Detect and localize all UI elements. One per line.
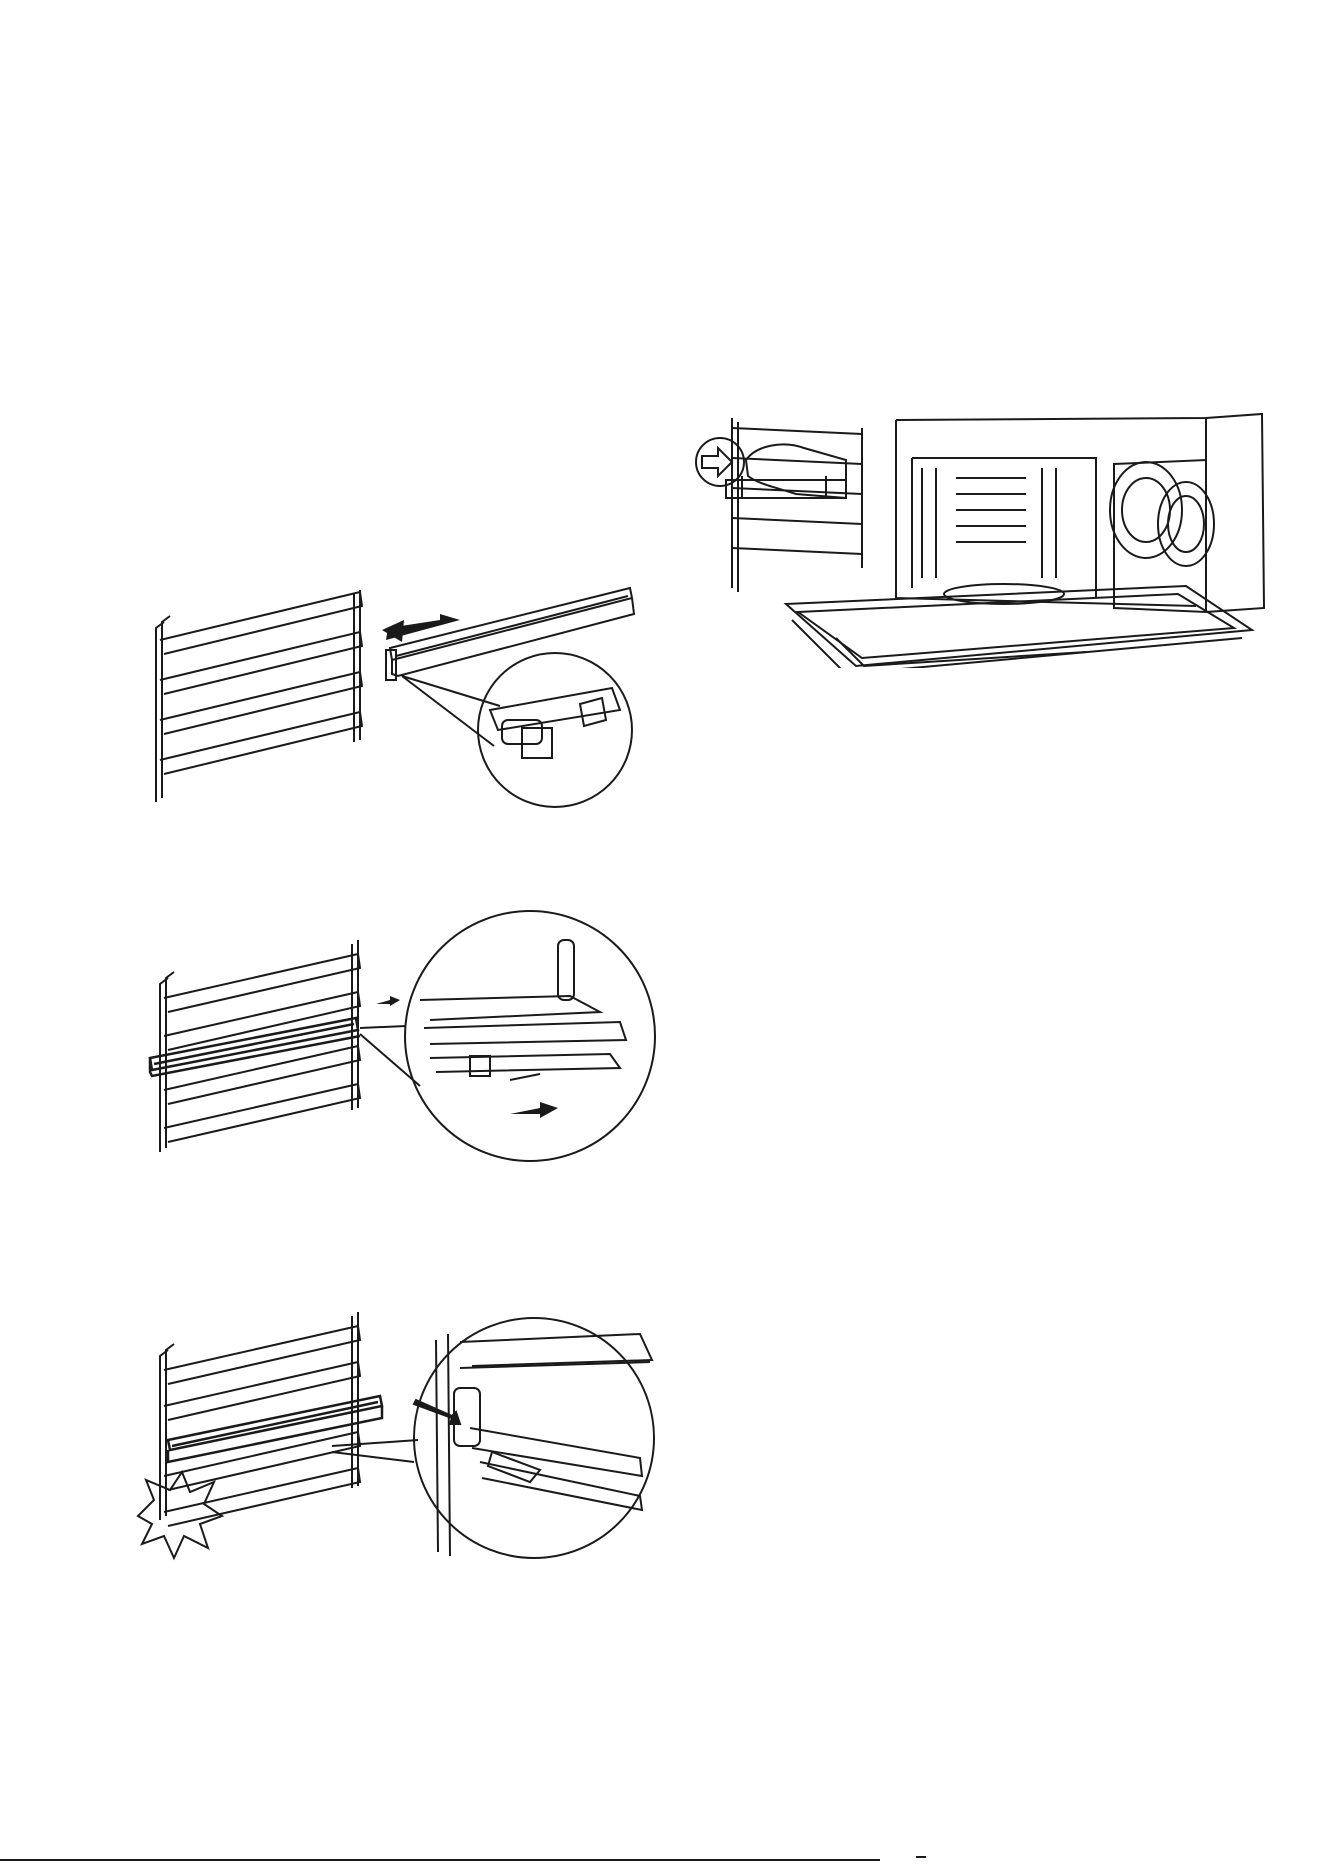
figure-rail-attach — [150, 570, 650, 810]
zoom-circle — [360, 911, 655, 1161]
click-burst-icon — [138, 1472, 222, 1558]
hand-icon — [726, 444, 846, 498]
arrow-right-icon — [510, 1102, 558, 1118]
footer-tick — [916, 1856, 926, 1858]
rack-frame — [156, 590, 362, 802]
rack-frame-side — [732, 418, 862, 592]
footer-rule — [0, 1859, 880, 1861]
telescopic-rail — [168, 1396, 382, 1462]
rack-frame — [160, 1312, 360, 1526]
arrow-left-icon — [382, 614, 460, 642]
oven-body — [896, 414, 1264, 612]
arrow-right-icon — [376, 996, 400, 1006]
figure-oven-insert — [686, 398, 1266, 668]
zoom-circle — [332, 1318, 654, 1558]
figure-rail-click — [120, 1276, 660, 1566]
rack-frame — [160, 940, 360, 1152]
fan-covers — [944, 462, 1214, 604]
figure-rail-slide — [140, 908, 660, 1168]
oven-door-open — [786, 586, 1252, 668]
zoom-circle — [402, 653, 632, 807]
arrow-right-icon — [696, 438, 744, 486]
